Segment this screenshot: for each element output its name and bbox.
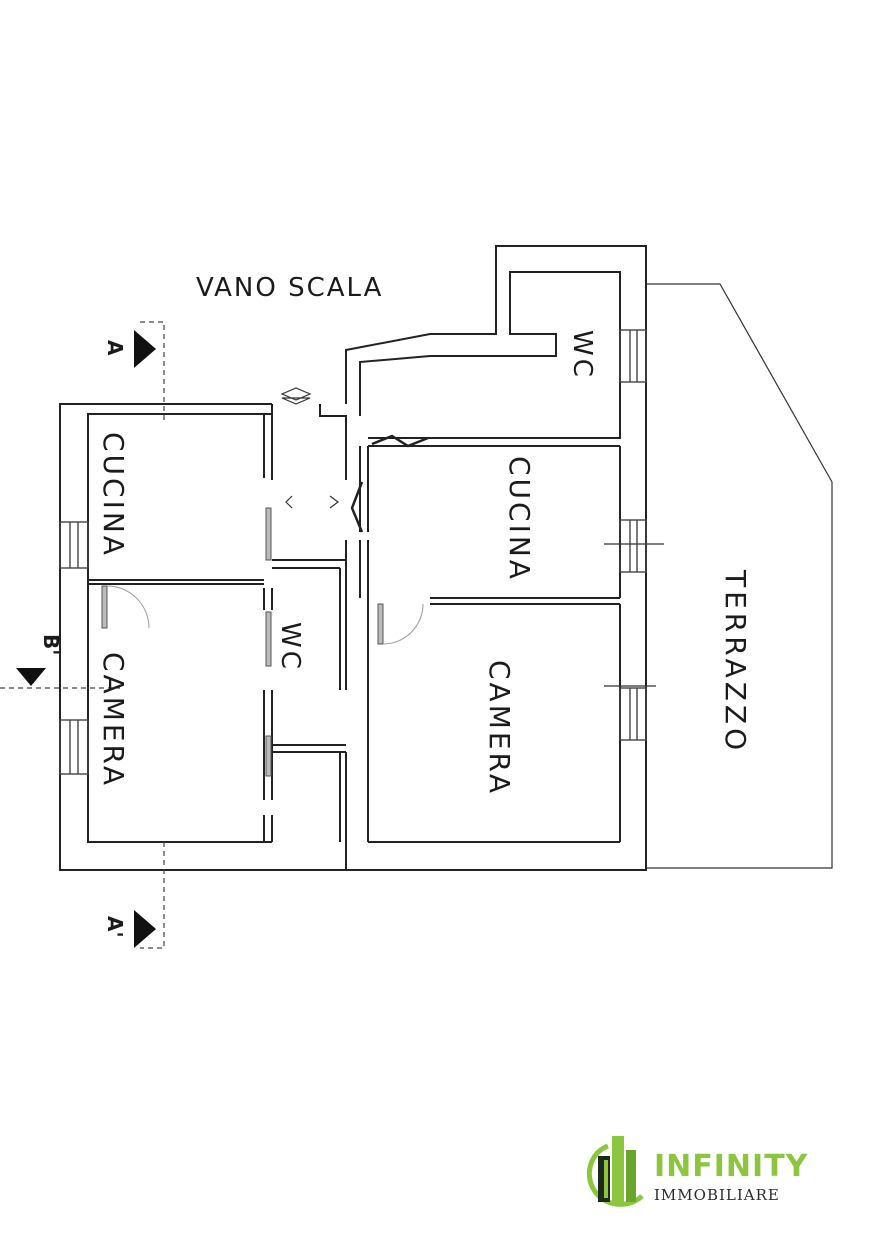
section-b-arrow (16, 668, 46, 686)
stairwell-label: VANO SCALA (196, 273, 383, 303)
terrace-label: TERRAZZO (719, 569, 752, 754)
left-bathroom-label: WC (275, 622, 305, 672)
doors (101, 434, 429, 777)
section-a-top-label: A (103, 340, 127, 356)
left-bedroom-label: CAMERA (97, 652, 130, 788)
left-unit-walls (59, 403, 347, 871)
logo-name: INFINITY (654, 1149, 809, 1184)
section-lines (0, 321, 664, 949)
logo-emblem-icon (587, 1136, 644, 1207)
right-kitchen-label: CUCINA (503, 456, 536, 582)
section-a-bottom-arrow (134, 910, 156, 948)
section-b-label: B' (39, 634, 63, 655)
landing-arrows (280, 387, 339, 509)
section-a-bottom-label: A' (103, 916, 127, 938)
windows (59, 329, 647, 775)
logo-subtitle: IMMOBILIARE (654, 1186, 780, 1204)
infinity-logo: INFINITY IMMOBILIARE (587, 1136, 809, 1207)
right-bedroom-label: CAMERA (483, 660, 516, 796)
section-a-top-arrow (134, 330, 156, 368)
terrace-outline (646, 283, 833, 869)
left-kitchen-label: CUCINA (97, 432, 130, 558)
right-bathroom-label: WC (567, 330, 597, 380)
